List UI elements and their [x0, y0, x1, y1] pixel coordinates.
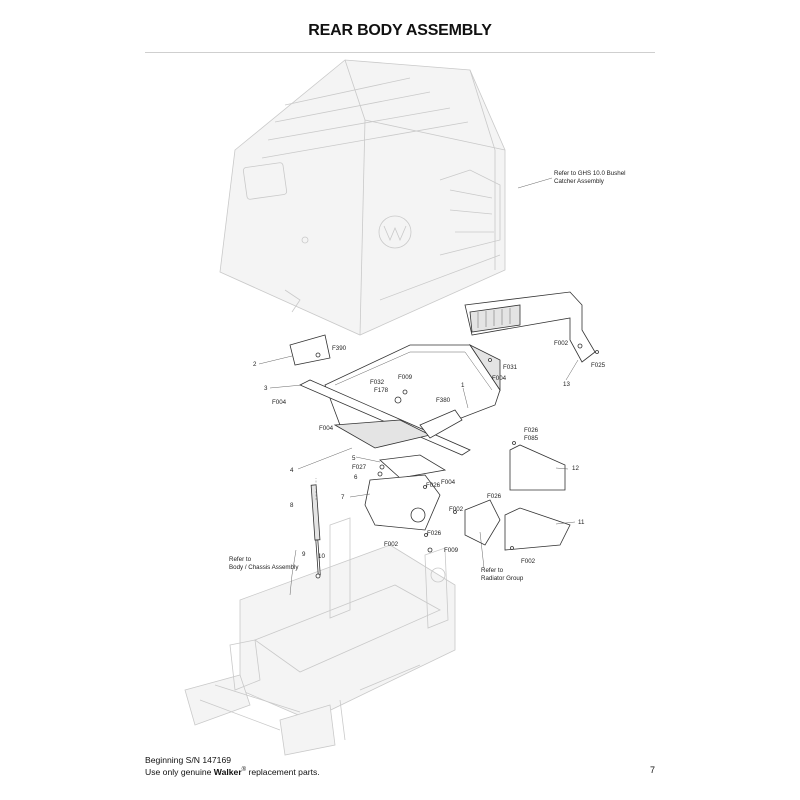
- callout-f002-c: F002: [384, 541, 399, 548]
- callout-f009-a: F009: [398, 374, 413, 381]
- callout-f002-a: F002: [554, 340, 569, 347]
- callout-f004-c: F004: [492, 375, 507, 382]
- callout-n2: 2: [253, 361, 257, 368]
- callout-ref-radiator-1: Refer to: [481, 567, 504, 574]
- slotted-bracket: [419, 409, 463, 439]
- side-panel-11: [504, 507, 571, 551]
- fasteners: [315, 343, 599, 579]
- chassis-frame: [184, 517, 456, 756]
- callout-n4: 4: [290, 467, 294, 474]
- gas-strut: [310, 484, 321, 576]
- callout-f178: F178: [374, 387, 389, 394]
- footer: Beginning S/N 147169 Use only genuine Wa…: [145, 755, 320, 777]
- callout-f026-d: F026: [524, 427, 539, 434]
- callout-f032: F032: [370, 379, 385, 386]
- callout-labels: Refer to GHS 10.0 Bushel Catcher Assembl…: [229, 170, 626, 582]
- callout-n12: 12: [572, 465, 579, 472]
- genuine-parts-prefix: Use only genuine: [145, 766, 214, 777]
- page-number: 7: [649, 765, 655, 775]
- callout-n11: 11: [578, 519, 585, 526]
- callout-f031: F031: [503, 364, 518, 371]
- bracket-2: [289, 334, 331, 366]
- grass-catcher-hopper: [219, 59, 506, 336]
- rear-hood-panel: [324, 343, 501, 431]
- callout-f002-b: F002: [449, 506, 464, 513]
- callout-n7: 7: [341, 494, 345, 501]
- title-divider: [145, 52, 655, 53]
- callout-f004-d: F004: [441, 479, 456, 486]
- callout-n13: 13: [563, 381, 570, 388]
- callout-n10: 10: [318, 553, 325, 560]
- serial-number-note: Beginning S/N 147169: [145, 755, 232, 765]
- side-panel-12: [509, 444, 566, 491]
- callout-f085: F085: [524, 435, 539, 442]
- callout-n8: 8: [290, 502, 294, 509]
- radiator-duct: [464, 499, 501, 546]
- genuine-parts-suffix: replacement parts.: [246, 766, 320, 777]
- registered-mark: ®: [241, 767, 247, 773]
- catcher-mount-bracket: [464, 291, 596, 363]
- callout-f026-b: F026: [487, 493, 502, 500]
- strap-5: [379, 454, 447, 479]
- callout-f009-b: F009: [444, 547, 459, 554]
- callout-f380: F380: [436, 397, 451, 404]
- callout-f027: F027: [352, 464, 367, 471]
- callout-ref-catcher-1: Refer to GHS 10.0 Bushel: [554, 170, 626, 177]
- callout-ref-body-1: Refer to: [229, 556, 252, 563]
- genuine-parts-note: Use only genuine Walker® replacement par…: [145, 765, 320, 777]
- callout-n1: 1: [461, 382, 465, 389]
- callout-ref-radiator-2: Radiator Group: [481, 575, 524, 582]
- leader-lines: [258, 177, 579, 596]
- callout-n9: 9: [302, 551, 306, 558]
- callout-ref-body-2: Body / Chassis Assembly: [229, 564, 299, 571]
- callout-n3: 3: [264, 385, 268, 392]
- callout-f026-a: F026: [426, 482, 441, 489]
- page-title: REAR BODY ASSEMBLY: [308, 22, 492, 39]
- callout-n6: 6: [354, 474, 358, 481]
- brand-name: Walker: [213, 766, 242, 777]
- callout-f026-c: F026: [427, 530, 442, 537]
- callout-f004-a: F004: [272, 399, 287, 406]
- callout-f002-d: F002: [521, 558, 536, 565]
- callout-ref-catcher-2: Catcher Assembly: [554, 178, 605, 185]
- callout-f390: F390: [332, 345, 347, 352]
- callout-n5: 5: [352, 455, 356, 462]
- callout-f004-b: F004: [319, 425, 334, 432]
- shield-hole: [410, 507, 426, 523]
- callout-f025: F025: [591, 362, 606, 369]
